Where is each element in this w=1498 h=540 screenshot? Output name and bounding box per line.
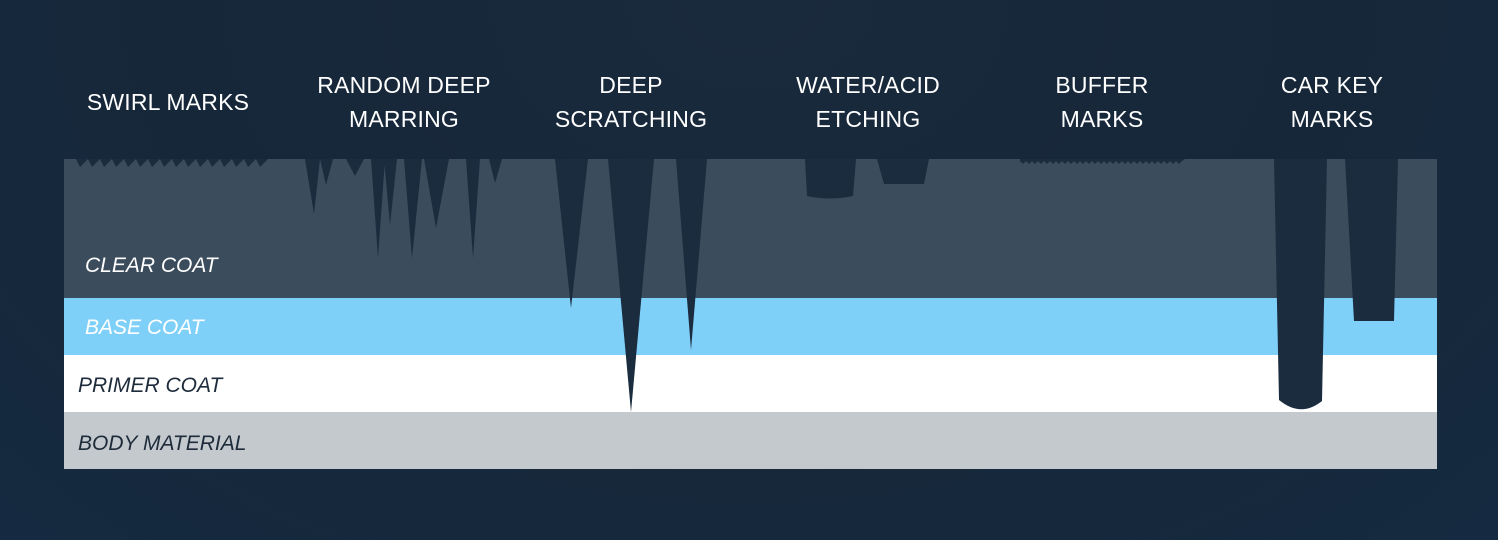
body-material-label: BODY MATERIAL <box>78 432 246 455</box>
heading-swirl-marks-line-1: SWIRL MARKS <box>86 89 250 115</box>
car-key-marks-shape-2 <box>1345 159 1398 321</box>
clear-coat-layer <box>64 159 1437 298</box>
heading-car-key-marks-line-2: MARKS <box>1290 106 1374 132</box>
primer-coat-layer <box>64 355 1437 412</box>
heading-buffer-marks-line-2: MARKS <box>1060 106 1144 132</box>
clear-coat-label: CLEAR COAT <box>85 254 220 277</box>
base-coat-layer <box>64 298 1437 355</box>
heading-water-acid-etching-line-1: WATER/ACID <box>796 72 940 98</box>
heading-car-key-marks-line-1: CAR KEY <box>1280 72 1384 98</box>
damage-shapes <box>76 159 1398 412</box>
heading-water-acid-etching-line-2: ETCHING <box>815 106 921 132</box>
heading-random-deep-marring-line-2: MARRING <box>348 106 459 132</box>
heading-buffer-marks: BUFFER MARKS <box>982 62 1222 142</box>
heading-deep-scratching: DEEP SCRATCHING <box>511 62 751 142</box>
heading-random-deep-marring: RANDOM DEEP MARRING <box>284 62 524 142</box>
water-acid-etching-shape-2 <box>877 159 929 184</box>
heading-deep-scratching-line-2: SCRATCHING <box>554 106 708 132</box>
random-deep-marring-shape <box>305 159 502 258</box>
swirl-marks-shape <box>76 159 268 167</box>
body-material-layer <box>64 412 1437 469</box>
deep-scratching-shape-1 <box>555 159 588 308</box>
heading-buffer-marks-line-1: BUFFER <box>1055 72 1149 98</box>
heading-water-acid-etching: WATER/ACID ETCHING <box>748 62 988 142</box>
primer-coat-label: PRIMER COAT <box>78 374 224 397</box>
deep-scratching-shape-2 <box>608 159 654 412</box>
heading-random-deep-marring-line-1: RANDOM DEEP <box>317 72 491 98</box>
base-coat-label: BASE COAT <box>85 316 206 339</box>
heading-deep-scratching-line-1: DEEP <box>599 72 663 98</box>
water-acid-etching-shape-1 <box>805 159 856 199</box>
car-key-marks-shape-1 <box>1274 159 1327 410</box>
heading-car-key-marks: CAR KEY MARKS <box>1212 62 1452 142</box>
damage-type-headings: SWIRL MARKS RANDOM DEEP MARRING DEEP SCR… <box>0 0 1498 160</box>
heading-swirl-marks: SWIRL MARKS <box>48 62 288 142</box>
deep-scratching-shape-3 <box>676 159 707 350</box>
buffer-marks-shape <box>1020 159 1185 164</box>
